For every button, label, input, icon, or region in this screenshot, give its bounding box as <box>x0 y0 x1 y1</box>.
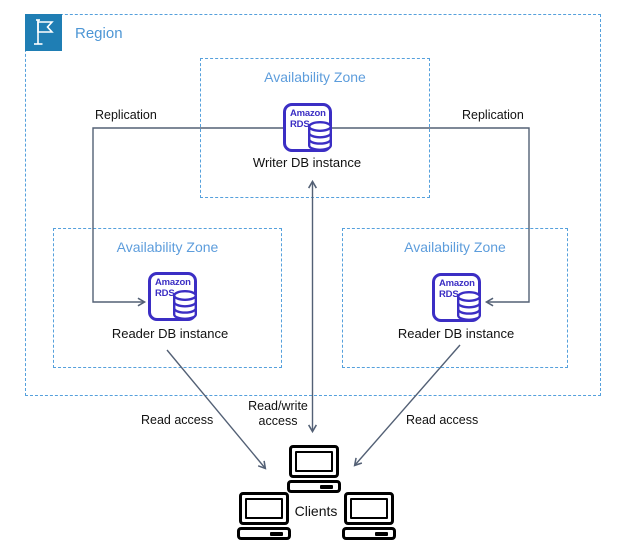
monitor-base-slot <box>320 484 333 489</box>
rds-line2: RDS <box>290 118 310 130</box>
monitor-base <box>342 527 396 540</box>
monitor-screen-inner <box>245 498 283 519</box>
monitor-base-slot <box>375 531 388 536</box>
database-cylinder-icon <box>308 121 332 151</box>
client-computer-icon-left <box>237 492 291 540</box>
read-write-line1: Read/write <box>248 399 308 413</box>
monitor-screen-inner <box>350 498 388 519</box>
monitor-screen <box>239 492 289 525</box>
read-access-label-left: Read access <box>141 413 214 427</box>
region-label: Region <box>75 25 123 42</box>
region-flag-icon <box>25 14 62 51</box>
read-write-access-label: Read/write access <box>237 399 319 429</box>
monitor-base-slot <box>270 531 283 536</box>
client-computer-icon-top <box>287 445 341 493</box>
reader-db-instance-left-label: Reader DB instance <box>111 326 229 341</box>
availability-zone-top-label: Availability Zone <box>264 69 366 85</box>
read-write-line2: access <box>258 414 298 428</box>
database-cylinder-icon <box>173 290 197 320</box>
database-cylinder-icon <box>457 291 481 321</box>
monitor-base <box>287 480 341 493</box>
amazon-rds-reader-left-icon: Amazon RDS <box>148 272 197 321</box>
monitor-screen <box>289 445 339 478</box>
availability-zone-left-label: Availability Zone <box>116 239 219 255</box>
writer-db-instance-label: Writer DB instance <box>252 155 362 170</box>
rds-line1: Amazon <box>439 278 475 289</box>
availability-zone-right-label: Availability Zone <box>404 239 506 255</box>
amazon-rds-reader-right-icon: Amazon RDS <box>432 273 481 322</box>
client-computer-icon-right <box>342 492 396 540</box>
rds-line1: Amazon <box>290 108 326 119</box>
reader-db-instance-right-label: Reader DB instance <box>397 326 515 341</box>
monitor-screen-inner <box>295 451 333 472</box>
monitor-screen <box>344 492 394 525</box>
read-access-label-right: Read access <box>406 413 479 427</box>
flag-icon <box>34 19 54 45</box>
rds-line1: Amazon <box>155 277 191 288</box>
monitor-base <box>237 527 291 540</box>
replication-label-left: Replication <box>95 108 157 122</box>
amazon-rds-writer-icon: Amazon RDS <box>283 103 332 152</box>
clients-label: Clients <box>294 503 338 519</box>
replication-label-right: Replication <box>462 108 524 122</box>
rds-icon-text: Amazon RDS <box>290 108 326 130</box>
